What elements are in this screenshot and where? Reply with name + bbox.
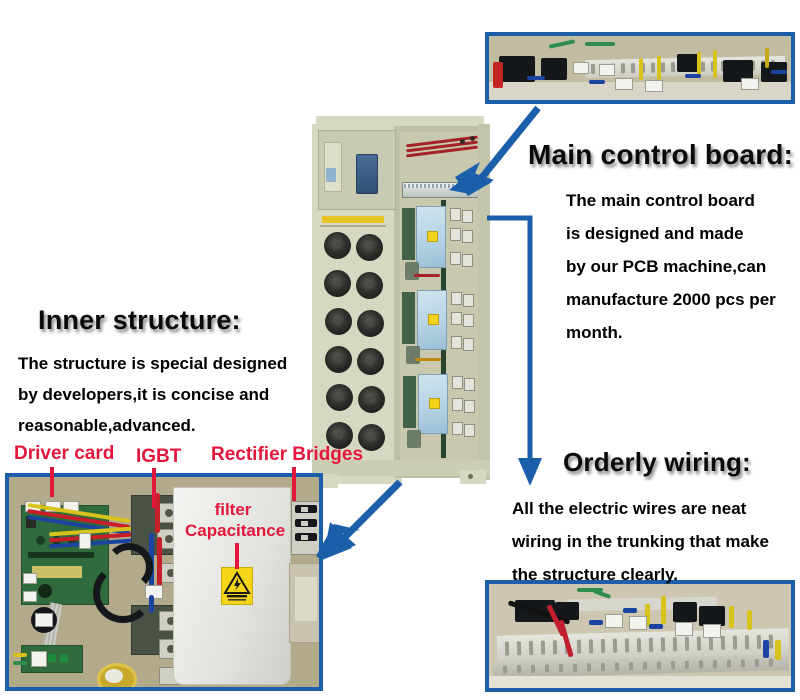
filter-capacitance-label-line2: Capacitance — [185, 521, 286, 540]
orderly-wiring-line-2: wiring in the trunking that make — [512, 532, 769, 551]
main-control-line-1: The main control board — [566, 191, 755, 210]
filter-capacitance-label: filter Capacitance — [185, 499, 286, 541]
arrow-cabinet-to-inner-detail — [316, 479, 403, 560]
orderly-wiring-trunking-photo — [485, 580, 795, 692]
main-control-line-4: manufacture 2000 pcs per — [566, 290, 776, 309]
driver-card-pointer — [50, 467, 54, 497]
inner-structure-paragraph: The structure is special designed by dev… — [18, 348, 287, 441]
filter-capacitance-label-line1: filter — [214, 500, 252, 519]
inner-structure-line-1: The structure is special designed — [18, 354, 288, 373]
driver-igbt-rectifier-detail-photo: filter Capacitance — [5, 473, 323, 691]
orderly-wiring-line-1: All the electric wires are neat — [512, 499, 747, 518]
rectifier-bridges-pointer — [292, 467, 296, 501]
inner-structure-line-2: by developers,it is concise and — [18, 385, 270, 404]
orderly-wiring-paragraph: All the electric wires are neat wiring i… — [512, 492, 769, 591]
main-control-line-5: month. — [566, 323, 623, 342]
orderly-wiring-heading: Orderly wiring: — [563, 447, 751, 477]
driver-card-label: Driver card — [14, 443, 115, 464]
cabinet-inner-structure-photo — [310, 112, 500, 492]
high-voltage-warning-sticker — [221, 567, 253, 605]
main-control-line-2: is designed and made — [566, 224, 744, 243]
main-control-line-3: by our PCB machine,can — [566, 257, 767, 276]
orderly-wiring-line-3: the structure clearly. — [512, 565, 678, 584]
rectifier-bridges-label: Rectifier Bridges — [211, 444, 364, 465]
main-control-board-paragraph: The main control board is designed and m… — [566, 184, 776, 349]
main-control-board-heading: Main control board: — [528, 139, 794, 170]
igbt-label: IGBT — [136, 446, 182, 467]
filter-capacitance-pointer — [235, 543, 239, 569]
main-control-board-photo — [485, 32, 795, 104]
high-voltage-triangle-icon — [223, 571, 251, 601]
igbt-pointer — [152, 468, 156, 508]
inner-structure-heading: Inner structure: — [38, 305, 241, 335]
inner-structure-line-3: reasonable,advanced. — [18, 416, 196, 435]
